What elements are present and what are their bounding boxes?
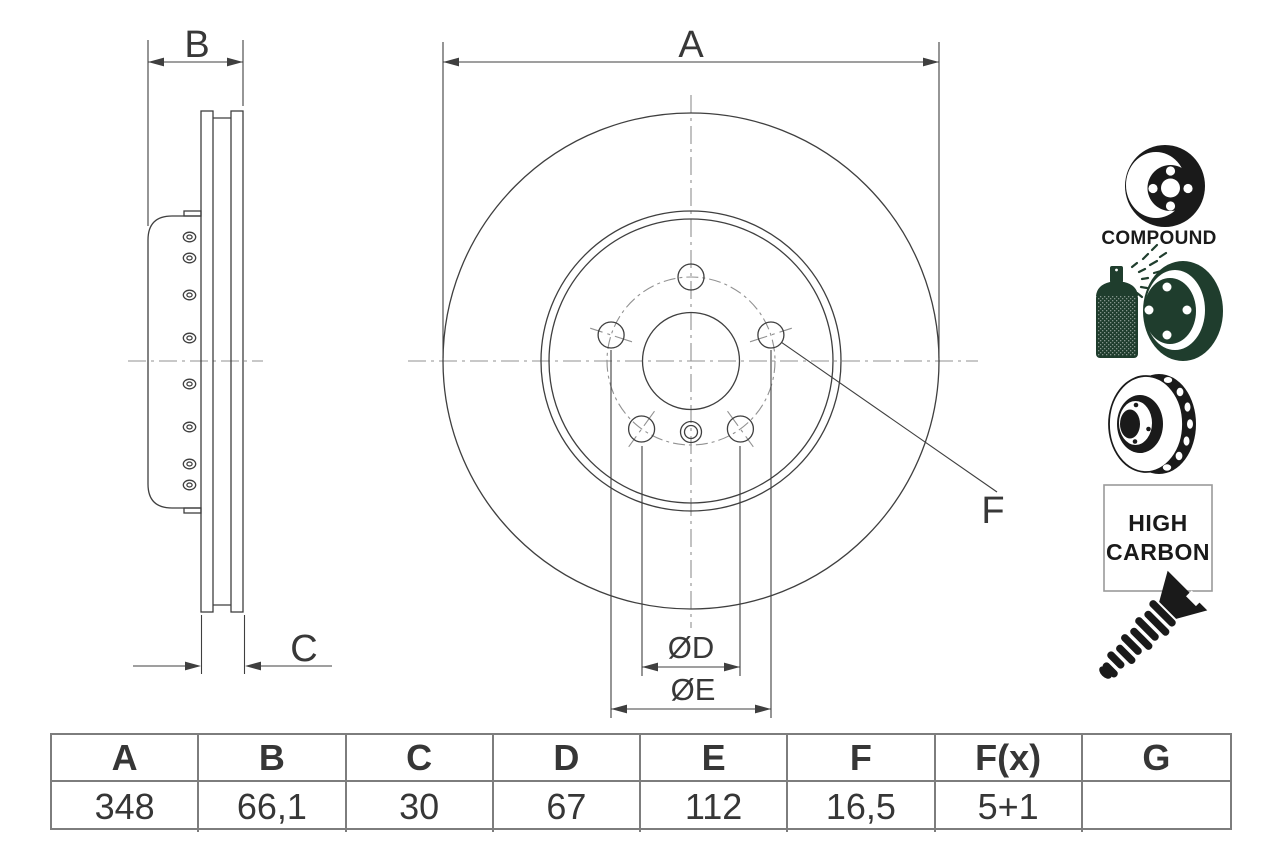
dimension-C: C [133, 615, 332, 674]
dimension-D: ØD [641, 446, 741, 676]
dim-label-B: B [184, 24, 209, 66]
high-carbon-badge: HIGH CARBON [1103, 484, 1213, 592]
vented-disc-icon [1108, 374, 1196, 474]
coating-spray-icon [1096, 243, 1223, 361]
brake-disc-front-view [408, 95, 978, 628]
friction-ring-inner-edge [540, 210, 842, 512]
brake-disc-side-view [128, 110, 263, 613]
dim-label-bolt-circle: ØE [671, 672, 716, 707]
center-bore-circle [641, 311, 741, 411]
vent-slots [1162, 377, 1193, 471]
technical-drawing-canvas: B C [128, 24, 1223, 718]
high-carbon-line1: HIGH [1128, 510, 1188, 536]
spec-header-cell: F(x) [935, 735, 1083, 782]
spec-header-cell: D [493, 735, 641, 782]
compound-label: COMPOUND [1101, 228, 1216, 249]
dimension-E: ØE [610, 350, 772, 718]
spec-header-cell: B [199, 735, 347, 782]
outer-diameter-circle [442, 112, 940, 610]
spec-header-cell: A [52, 735, 200, 782]
spec-header-cell: C [346, 735, 494, 782]
friction-plate-left [200, 110, 214, 613]
disc-hat-outline [147, 215, 201, 509]
high-carbon-line2: CARBON [1106, 539, 1210, 565]
spec-value-cell: 16,5 [788, 782, 936, 832]
dim-label-C: C [290, 628, 317, 670]
spec-table: A B C D E F F(x) G 348 66,1 30 67 112 16… [50, 733, 1232, 832]
dim-label-center-bore: ØD [668, 630, 715, 665]
spec-header-cell: G [1082, 735, 1230, 782]
dimension-A: A [442, 24, 940, 358]
spec-value-cell: 5+1 [936, 782, 1083, 832]
dimension-B: B [147, 24, 244, 226]
spec-header-cell: E [641, 735, 789, 782]
spec-value-cell [1083, 782, 1230, 832]
spec-header-cell: F [788, 735, 936, 782]
spec-value-cell: 66,1 [199, 782, 347, 832]
bolt-holes [597, 263, 785, 443]
locating-screw-hole [679, 420, 703, 444]
spec-value-cell: 30 [347, 782, 494, 832]
spec-value-cell: 348 [52, 782, 200, 832]
spec-value-cell: 112 [641, 782, 789, 832]
spray-can [1096, 266, 1138, 358]
bolt-circle [606, 276, 776, 446]
dim-label-A: A [678, 24, 704, 66]
rivet-row [182, 231, 197, 491]
compound-icon [1125, 145, 1205, 227]
dim-label-F: F [981, 490, 1004, 532]
callout-F: F [781, 341, 1005, 532]
spec-value-cell: 67 [494, 782, 641, 832]
sprayed-disc [1143, 261, 1223, 361]
countersunk-screw-icon [1099, 570, 1208, 679]
friction-plate-right [230, 110, 244, 613]
